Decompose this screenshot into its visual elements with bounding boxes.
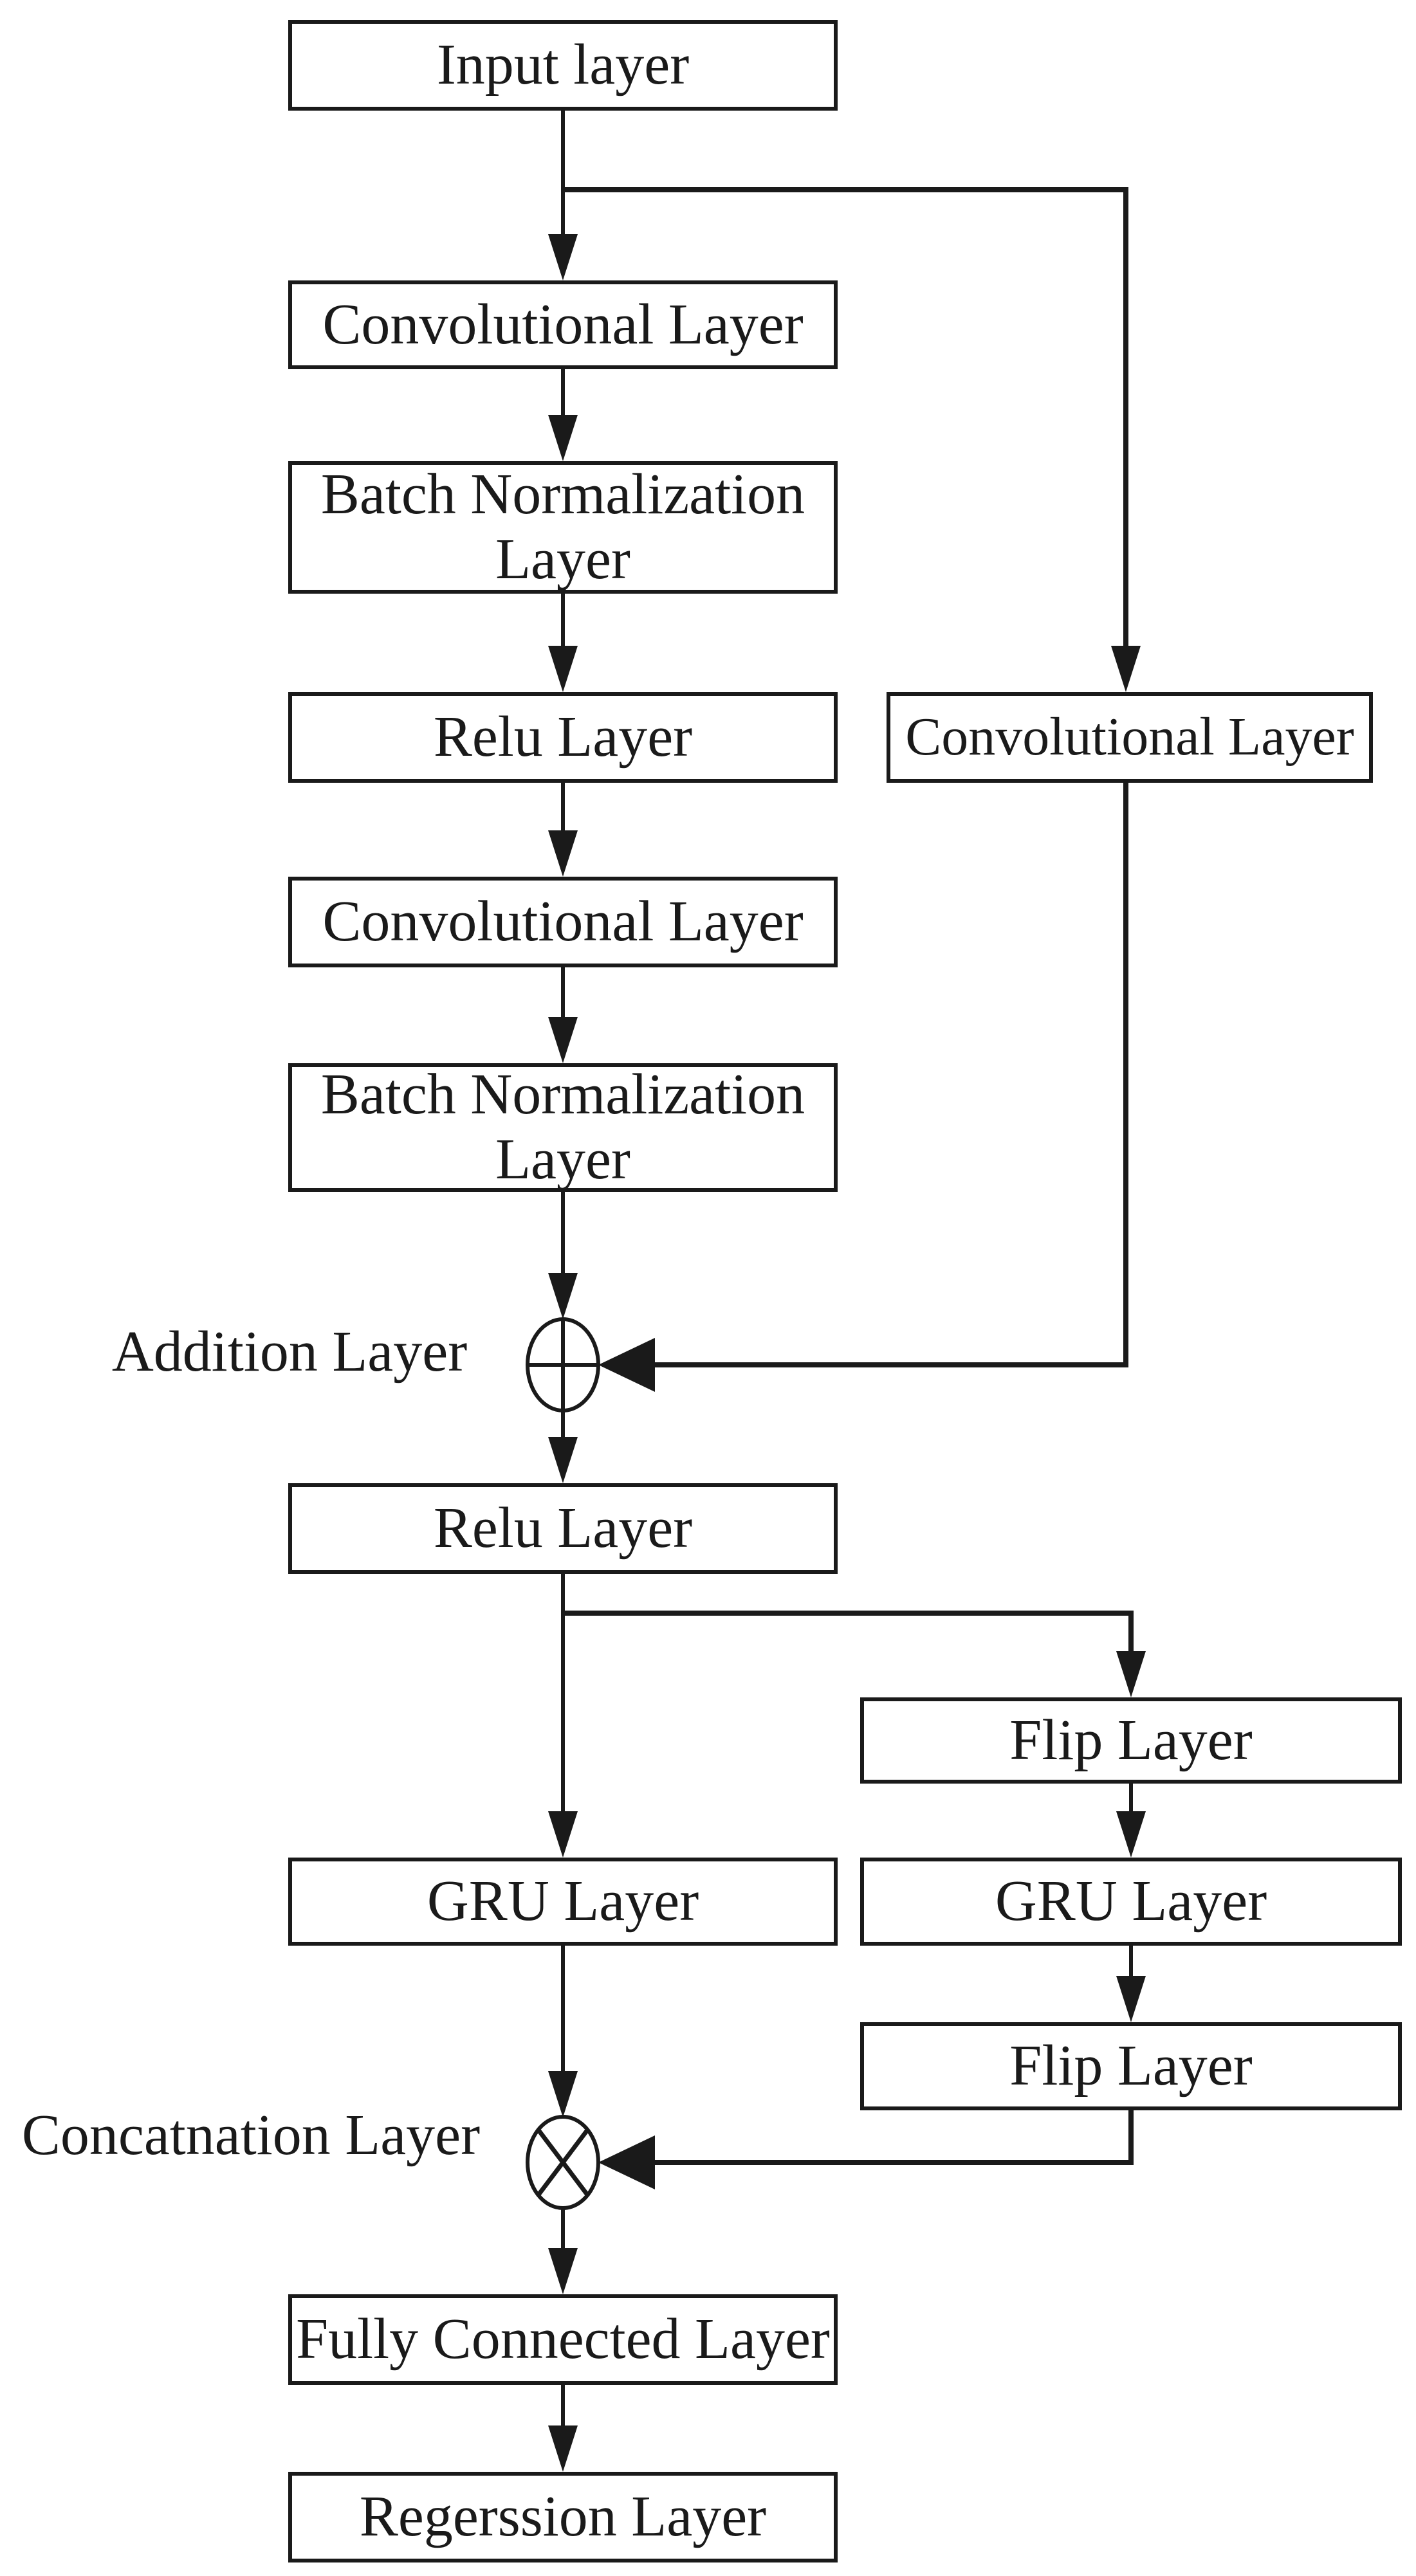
arrowhead-into-relu1: [548, 646, 578, 692]
node-batch-normalization-layer-1: Batch Normalization Layer: [288, 461, 838, 594]
arrowhead-into-regression: [548, 2425, 578, 2472]
node-flip-layer-2: Flip Layer: [860, 2022, 1402, 2110]
edge-input-conv-shortcut: [563, 187, 1128, 650]
node-gru-layer-backward: GRU Layer: [860, 1858, 1402, 1946]
arrowhead-into-gru-backward: [1116, 1811, 1146, 1858]
arrowhead-into-relu2: [548, 1437, 578, 1483]
node-batch-normalization-layer-2: Batch Normalization Layer: [288, 1063, 838, 1192]
arrowhead-into-concat-top: [548, 2071, 578, 2117]
arrowhead-into-conv-shortcut: [1111, 646, 1141, 692]
concatenation-layer-label: Concatnation Layer: [21, 2103, 481, 2167]
arrowhead-into-concat-right: [598, 2135, 655, 2189]
arrowhead-into-conv2: [548, 830, 578, 877]
node-convolutional-layer-shortcut: Convolutional Layer: [887, 692, 1373, 783]
node-convolutional-layer-2: Convolutional Layer: [288, 877, 838, 967]
concatenation-cross-diagonal-2: [537, 2129, 589, 2196]
node-relu-layer-1: Relu Layer: [288, 692, 838, 783]
arrowhead-into-bn1: [548, 415, 578, 461]
node-gru-layer-forward: GRU Layer: [288, 1858, 838, 1946]
arrowhead-into-bn2: [548, 1017, 578, 1063]
arrowhead-into-fc: [548, 2248, 578, 2294]
arrowhead-into-addition-top: [548, 1273, 578, 1319]
arrowhead-into-addition-right: [598, 1338, 655, 1392]
arrowhead-into-gru-forward: [548, 1811, 578, 1858]
node-input-layer: Input layer: [288, 20, 838, 111]
arrowhead-into-conv1: [548, 234, 578, 280]
arrowhead-into-flip2: [1116, 1976, 1146, 2022]
edge-flip2-concat: [650, 2110, 1134, 2165]
addition-layer-label: Addition Layer: [111, 1320, 468, 1384]
node-regression-layer: Regerssion Layer: [288, 2472, 838, 2562]
arrowhead-into-flip1: [1116, 1651, 1146, 1697]
node-flip-layer-1: Flip Layer: [860, 1697, 1402, 1784]
node-relu-layer-2: Relu Layer: [288, 1483, 838, 1574]
node-fully-connected-layer: Fully Connected Layer: [288, 2294, 838, 2385]
edge-relu2-flip1: [563, 1611, 1134, 1655]
edge-conv-shortcut-addition: [650, 783, 1128, 1367]
node-convolutional-layer-1: Convolutional Layer: [288, 280, 838, 369]
